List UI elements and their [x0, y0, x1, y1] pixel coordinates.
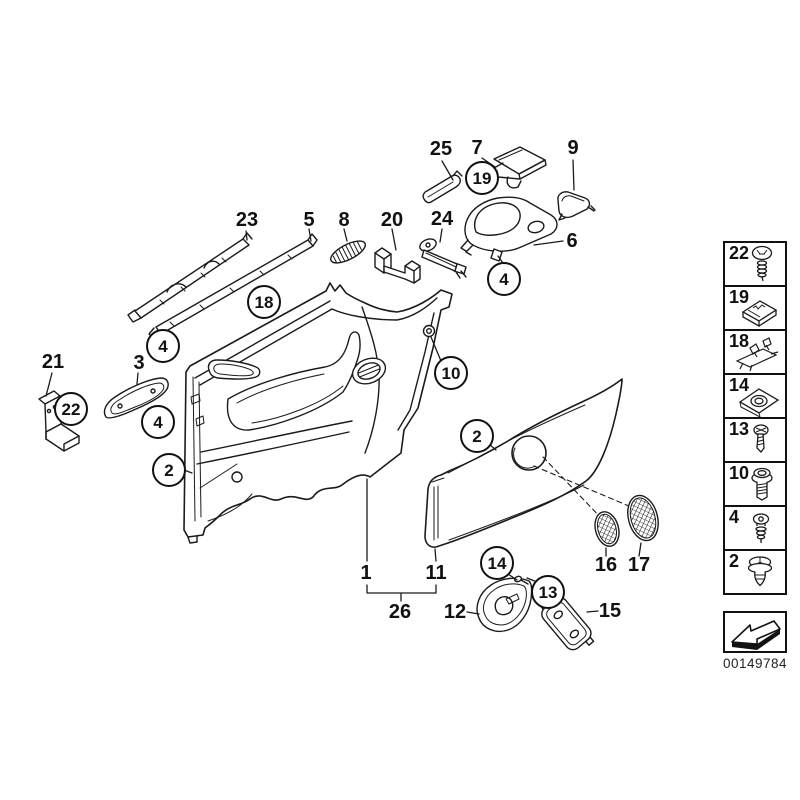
legend-item-13[interactable]: 13: [723, 417, 787, 463]
cover-9-drawing: [557, 191, 596, 221]
circled-callout-18[interactable]: 18: [247, 285, 281, 319]
clip-nut-icon: [741, 300, 778, 328]
callout-8[interactable]: 8: [338, 209, 350, 231]
legend-number: 2: [729, 551, 740, 571]
circled-callout-4[interactable]: 4: [146, 329, 180, 363]
lower-trim-panel-11-drawing: [424, 378, 623, 548]
screw-with-washer-icon: [751, 467, 773, 501]
callout-26[interactable]: 26: [388, 601, 412, 623]
handle-bezel-12-drawing: [476, 577, 533, 633]
bracket-24-drawing: [419, 238, 467, 279]
rail-5-drawing: [148, 233, 318, 341]
circled-callout-22[interactable]: 22: [54, 392, 88, 426]
pin-14-drawing: [513, 575, 529, 585]
spring-8-drawing: [330, 240, 366, 264]
legend-number: 14: [729, 375, 750, 395]
circled-callout-13[interactable]: 13: [531, 575, 565, 609]
circled-callout-19[interactable]: 19: [465, 161, 499, 195]
callout-20[interactable]: 20: [380, 209, 404, 231]
callout-23[interactable]: 23: [235, 209, 259, 231]
legend-number: 4: [729, 507, 740, 527]
screw-with-spring-icon: [751, 245, 773, 282]
legend-number: 18: [729, 331, 750, 351]
direction-arrow-box[interactable]: [723, 611, 787, 653]
legend-item-14[interactable]: 14: [723, 373, 787, 419]
legend-number: 19: [729, 287, 750, 307]
leader-lines: [45, 157, 642, 615]
callout-25[interactable]: 25: [429, 138, 453, 160]
callout-11[interactable]: 11: [425, 562, 447, 584]
legend-item-18[interactable]: 18: [723, 329, 787, 375]
callout-15[interactable]: 15: [598, 600, 622, 622]
speed-nut-icon: [738, 388, 780, 417]
legend-item-4[interactable]: 4: [723, 505, 787, 551]
callout-3[interactable]: 3: [133, 352, 145, 374]
expansion-rivet-icon: [747, 556, 773, 587]
callout-17[interactable]: 17: [627, 554, 651, 576]
projection-dashed-lines: [533, 456, 637, 521]
pin-25-drawing: [422, 170, 463, 204]
legend-item-10[interactable]: 10: [723, 461, 787, 507]
cover-flap-7-drawing: [493, 146, 547, 189]
rail-23-drawing: [127, 232, 253, 323]
callout-21[interactable]: 21: [41, 351, 65, 373]
tapping-screw-icon: [753, 424, 769, 453]
direction-arrow-icon: [731, 620, 781, 650]
legend-item-22[interactable]: 22: [723, 241, 787, 287]
armrest-6-drawing: [460, 196, 558, 262]
circled-callout-2[interactable]: 2: [152, 453, 186, 487]
callout-9[interactable]: 9: [567, 137, 579, 159]
mounting-clip-icon: [735, 337, 779, 372]
circled-callout-4[interactable]: 4: [487, 262, 521, 296]
legend-number: 10: [729, 463, 750, 483]
legend-item-2[interactable]: 2: [723, 549, 787, 595]
callout-6[interactable]: 6: [566, 230, 578, 252]
legend-number: 13: [729, 419, 750, 439]
handle-trim-3-drawing: [103, 377, 169, 419]
callout-16[interactable]: 16: [594, 554, 618, 576]
legend-number: 22: [729, 243, 750, 263]
coil-thread-screw-icon: [752, 513, 770, 543]
circled-callout-4[interactable]: 4: [141, 405, 175, 439]
callout-12[interactable]: 12: [443, 601, 467, 623]
speaker-cover-16-drawing: [594, 511, 620, 547]
circled-callout-14[interactable]: 14: [480, 546, 514, 580]
callout-1[interactable]: 1: [360, 562, 372, 584]
circled-callout-10[interactable]: 10: [434, 356, 468, 390]
document-number: 00149784: [722, 656, 788, 671]
legend-item-19[interactable]: 19: [723, 285, 787, 331]
callout-7[interactable]: 7: [471, 137, 483, 159]
bracket-20-drawing: [374, 247, 421, 284]
callout-24[interactable]: 24: [430, 208, 454, 230]
lateral-trim-panel-drawing: [183, 282, 453, 544]
fastener-legend: 22 19 18: [723, 241, 787, 595]
circled-callout-2[interactable]: 2: [460, 419, 494, 453]
speaker-cover-17-drawing: [627, 494, 659, 542]
callout-5[interactable]: 5: [303, 209, 315, 231]
